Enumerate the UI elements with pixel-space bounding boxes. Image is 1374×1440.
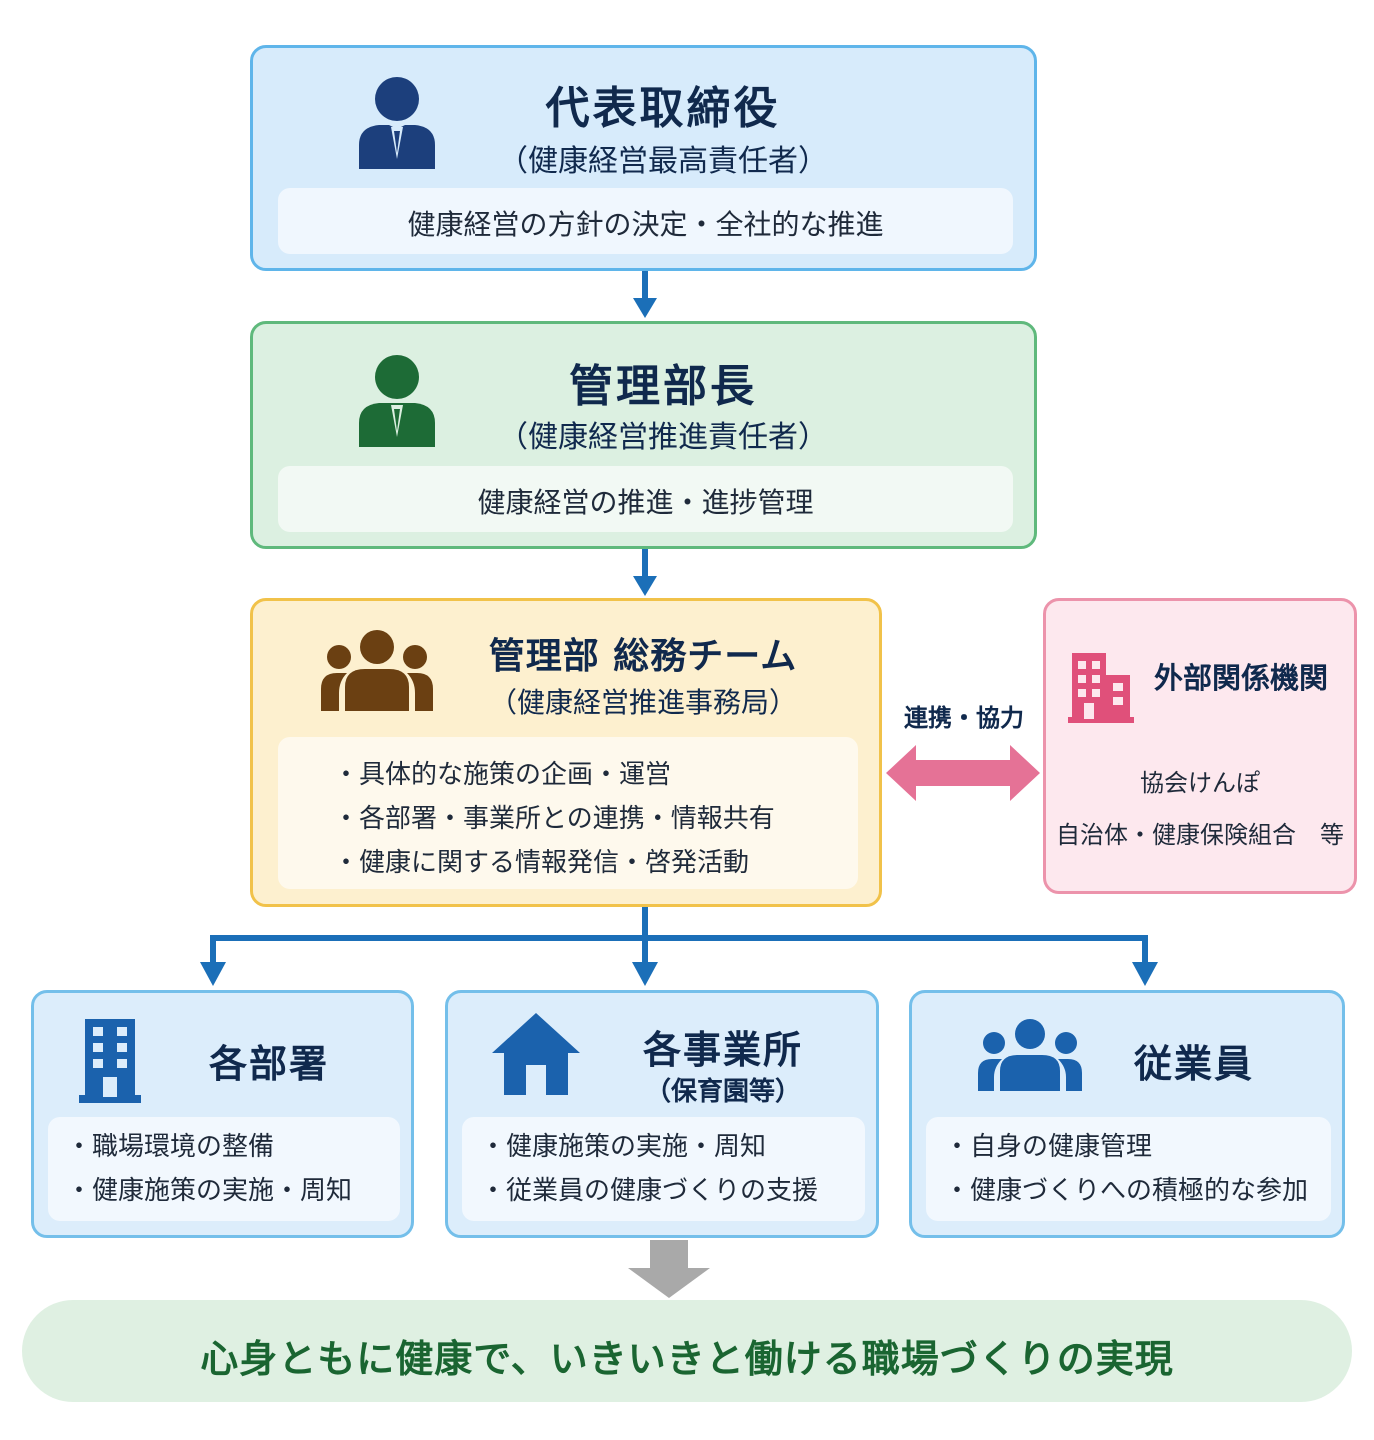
unit-items-panel: 健康施策の実施・周知 従業員の健康づくりの支援 xyxy=(462,1117,865,1221)
unit-box-sites: 各事業所 （保育園等） 健康施策の実施・周知 従業員の健康づくりの支援 xyxy=(445,990,879,1238)
team-items-panel: 具体的な施策の企画・運営 各部署・事業所との連携・情報共有 健康に関する情報発信… xyxy=(278,737,858,889)
list-item: 職場環境の整備 xyxy=(66,1125,352,1169)
ceo-box: 代表取締役 （健康経営最高責任者） 健康経営の方針の決定・全社的な推進 xyxy=(250,45,1037,271)
list-item: 健康施策の実施・周知 xyxy=(480,1125,818,1169)
building-icon xyxy=(1068,653,1134,723)
goal-banner: 心身ともに健康で、いきいきと働ける職場づくりの実現 xyxy=(22,1300,1352,1402)
unit-items: 職場環境の整備 健康施策の実施・周知 xyxy=(66,1125,352,1213)
link-arrow-team-external xyxy=(886,745,1040,801)
list-item: 各部署・事業所との連携・情報共有 xyxy=(333,797,775,841)
arrow-units-to-goal xyxy=(628,1240,710,1298)
list-item: 健康施策の実施・周知 xyxy=(66,1169,352,1213)
arrow-team-to-units xyxy=(200,906,1158,986)
team-box: 管理部 総務チーム （健康経営推進事務局） 具体的な施策の企画・運営 各部署・事… xyxy=(250,598,882,907)
list-item: 健康づくりへの積極的な参加 xyxy=(944,1169,1308,1213)
external-box: 外部関係機関 協会けんぽ 自治体・健康保険組合 等 xyxy=(1043,598,1357,894)
list-item: 具体的な施策の企画・運営 xyxy=(333,753,775,797)
unit-items: 自身の健康管理 健康づくりへの積極的な参加 xyxy=(944,1125,1308,1213)
person-icon xyxy=(359,77,435,169)
list-item: 従業員の健康づくりの支援 xyxy=(480,1169,818,1213)
manager-subtitle: （健康経営推進責任者） xyxy=(498,420,828,455)
manager-title: 管理部長 xyxy=(569,361,757,412)
group-icon xyxy=(321,630,433,711)
arrow-ceo-to-manager xyxy=(633,270,657,318)
person-icon xyxy=(359,355,435,447)
manager-role-panel: 健康経営の推進・進捗管理 xyxy=(278,466,1013,532)
unit-items-panel: 職場環境の整備 健康施策の実施・周知 xyxy=(48,1117,400,1221)
unit-items: 健康施策の実施・周知 従業員の健康づくりの支援 xyxy=(480,1125,818,1213)
ceo-subtitle: （健康経営最高責任者） xyxy=(498,144,828,179)
unit-title: 従業員 xyxy=(1134,1042,1255,1086)
unit-subtitle: （保育園等） xyxy=(644,1077,801,1107)
unit-items-panel: 自身の健康管理 健康づくりへの積極的な参加 xyxy=(926,1117,1331,1221)
manager-role: 健康経営の推進・進捗管理 xyxy=(477,486,814,519)
ceo-role-panel: 健康経営の方針の決定・全社的な推進 xyxy=(278,188,1013,254)
unit-title: 各部署 xyxy=(209,1042,330,1086)
link-label: 連携・協力 xyxy=(904,704,1024,732)
unit-title: 各事業所 xyxy=(642,1028,803,1072)
team-items: 具体的な施策の企画・運営 各部署・事業所との連携・情報共有 健康に関する情報発信… xyxy=(333,753,775,885)
external-item: 自治体・健康保険組合 等 xyxy=(1056,821,1344,849)
external-title: 外部関係機関 xyxy=(1154,661,1329,695)
unit-box-employees: 従業員 自身の健康管理 健康づくりへの積極的な参加 xyxy=(909,990,1345,1238)
group-icon xyxy=(978,1019,1082,1091)
team-subtitle: （健康経営推進事務局） xyxy=(488,686,797,719)
arrow-manager-to-team xyxy=(633,548,657,596)
list-item: 健康に関する情報発信・啓発活動 xyxy=(333,841,775,885)
ceo-role: 健康経営の方針の決定・全社的な推進 xyxy=(407,208,884,241)
goal-text: 心身ともに健康で、いきいきと働ける職場づくりの実現 xyxy=(200,1337,1174,1381)
ceo-title: 代表取締役 xyxy=(545,83,781,134)
unit-box-departments: 各部署 職場環境の整備 健康施策の実施・周知 xyxy=(31,990,414,1238)
external-item: 協会けんぽ xyxy=(1140,769,1260,797)
manager-box: 管理部長 （健康経営推進責任者） 健康経営の推進・進捗管理 xyxy=(250,321,1037,549)
team-title: 管理部 総務チーム xyxy=(488,636,798,677)
list-item: 自身の健康管理 xyxy=(944,1125,1308,1169)
house-icon xyxy=(492,1013,580,1095)
office-building-icon xyxy=(79,1019,141,1103)
